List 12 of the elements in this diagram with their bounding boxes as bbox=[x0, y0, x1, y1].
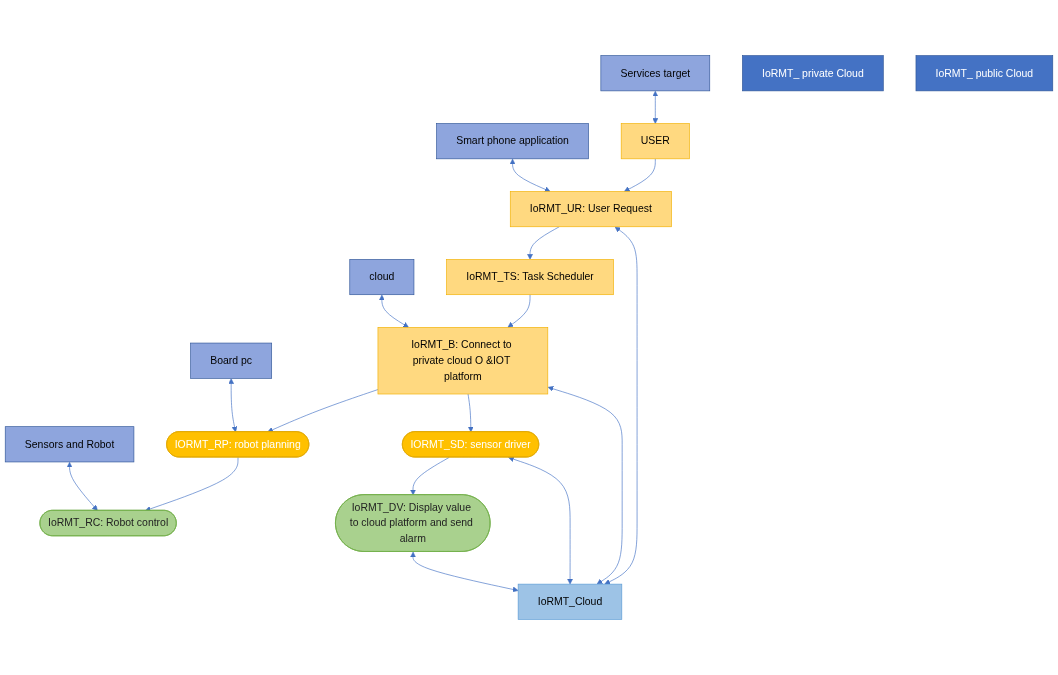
node-box: IoRMT_ private Cloud bbox=[742, 55, 884, 92]
node-box: cloud bbox=[349, 259, 415, 296]
node-box: USER bbox=[620, 123, 690, 160]
node-box: IoRMT_UR: User Request bbox=[509, 191, 672, 228]
node-box: IoRMT_B: Connect to private cloud O &IOT platform bbox=[377, 327, 549, 395]
node-box: Board pc bbox=[190, 342, 272, 379]
node-box: IoRMT_ public Cloud bbox=[915, 55, 1054, 92]
node-box: Sensors and Robot bbox=[4, 426, 135, 463]
node-box: IoRMT_Cloud bbox=[517, 583, 623, 620]
node-box: Services target bbox=[600, 55, 711, 92]
node-box: IoRMT_TS: Task Scheduler bbox=[446, 259, 614, 296]
node-box: Smart phone application bbox=[436, 123, 589, 160]
